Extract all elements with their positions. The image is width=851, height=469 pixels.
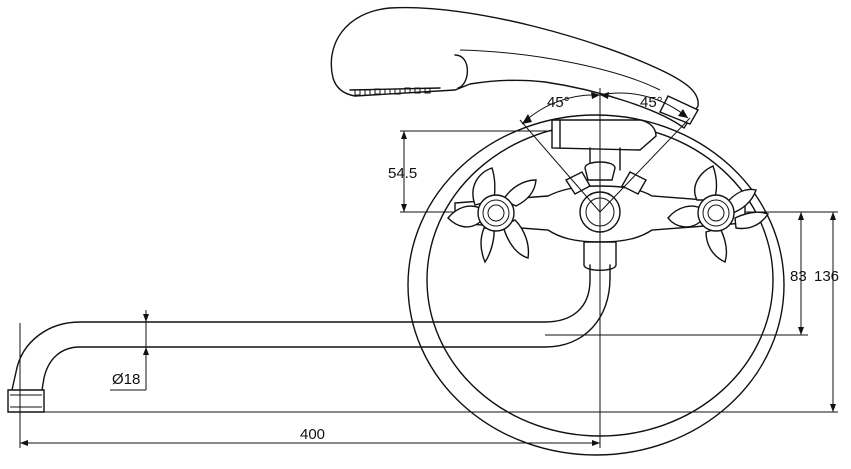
shower-nozzles xyxy=(354,87,431,96)
angle-left-label: 45° xyxy=(547,94,570,111)
diameter-label: Ø18 xyxy=(112,371,140,388)
dimension-400: 400 xyxy=(20,426,600,446)
dimension-136: 136 xyxy=(814,212,839,412)
right-cross-handle xyxy=(667,165,770,263)
height-136-label: 136 xyxy=(814,268,839,285)
angle-right-label: 45° xyxy=(640,94,663,111)
shower-head xyxy=(330,6,699,130)
dimension-diameter: Ø18 xyxy=(110,310,149,391)
spout xyxy=(7,277,611,413)
dimension-83: 83 xyxy=(790,212,807,335)
height-83-label: 83 xyxy=(790,268,807,285)
length-400-label: 400 xyxy=(300,426,325,443)
reference-lines xyxy=(19,88,838,448)
diverter-lever xyxy=(564,171,647,195)
dimension-54-5: 54.5 xyxy=(388,131,417,212)
left-cross-handle xyxy=(447,167,537,264)
angle-dimension: 45° 45° xyxy=(521,92,689,125)
height-54-5-label: 54.5 xyxy=(388,165,417,182)
